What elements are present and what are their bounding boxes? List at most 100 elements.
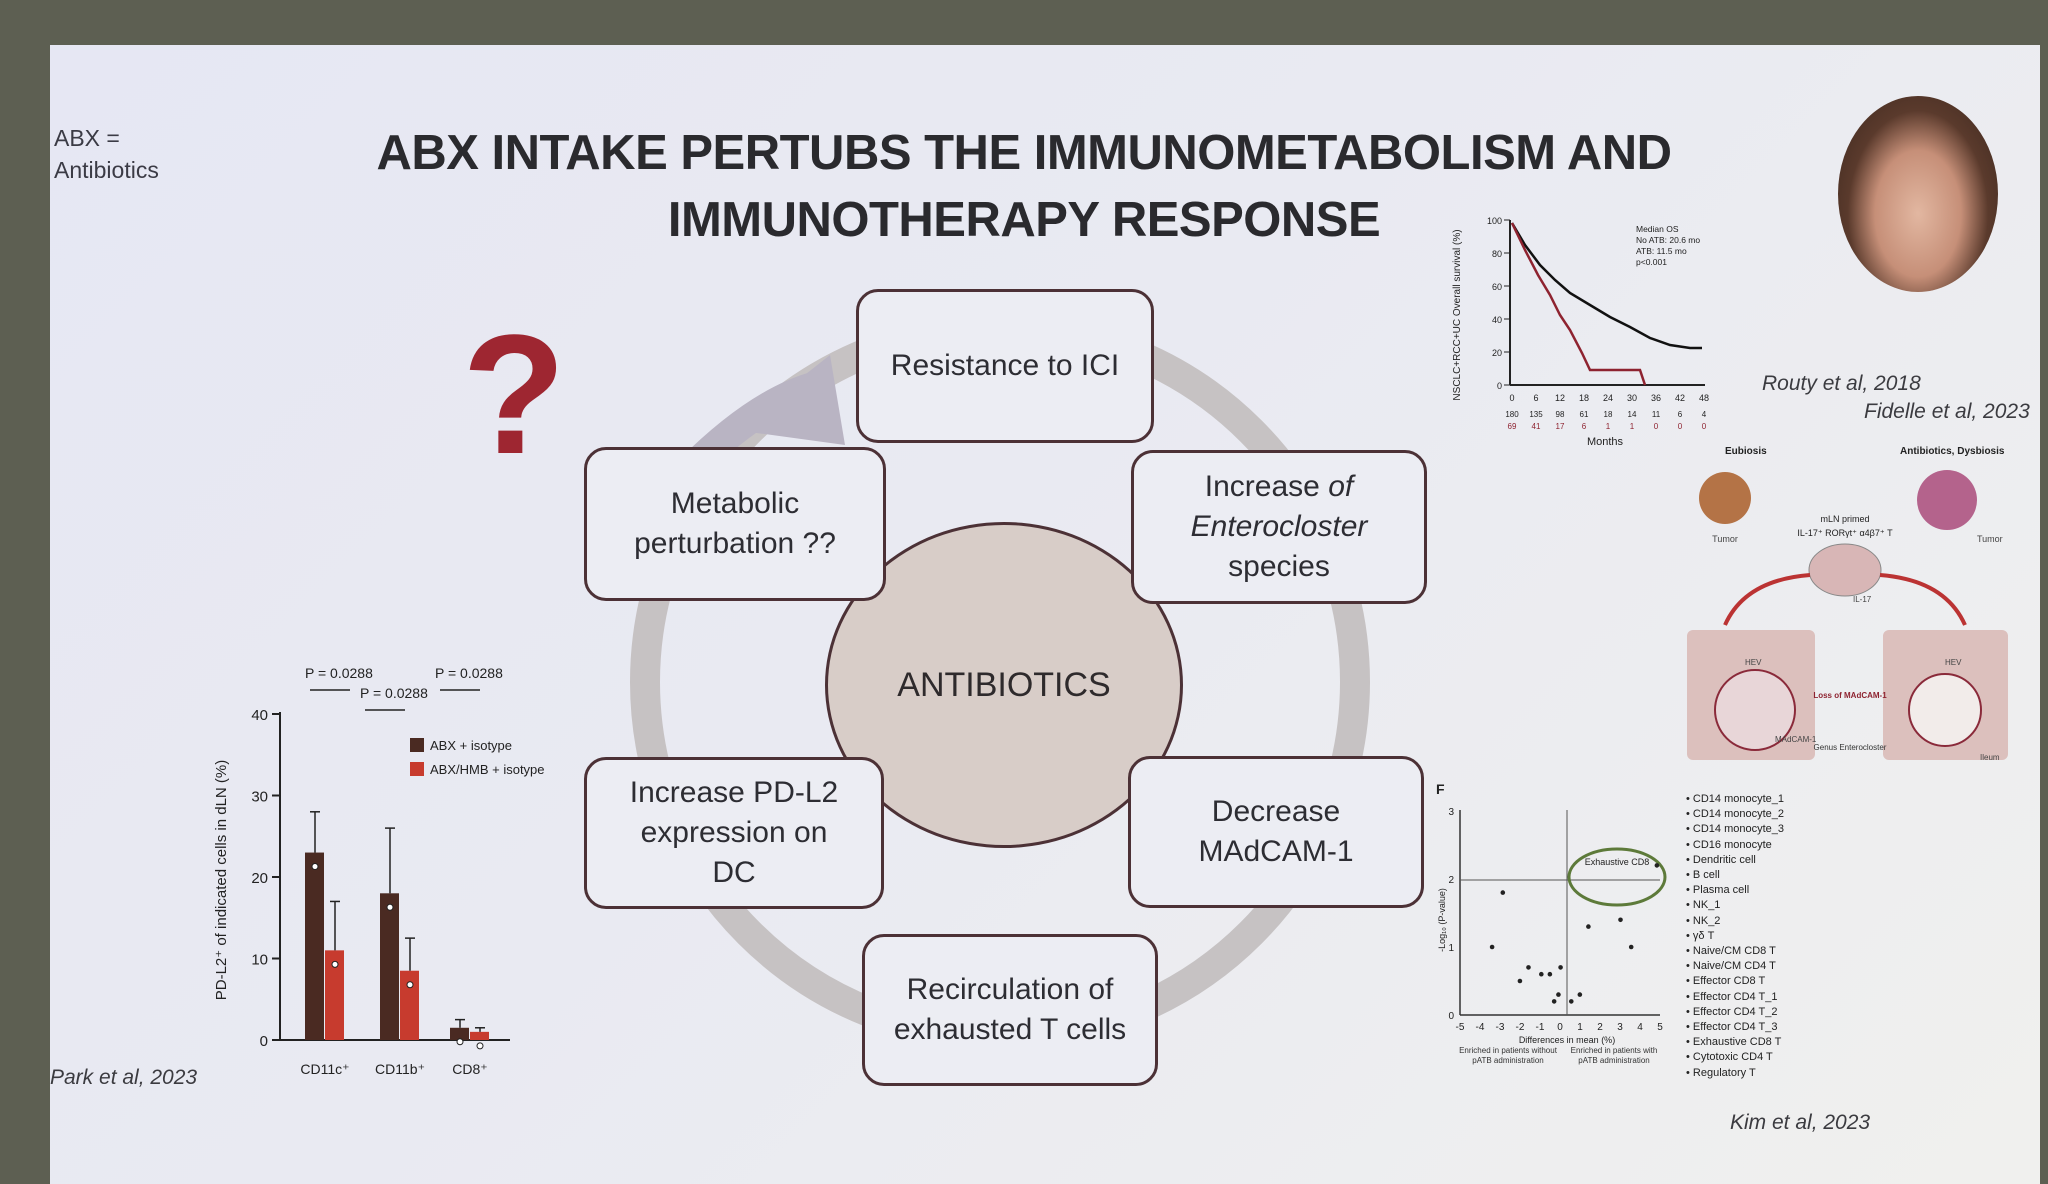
- fidelle-hev-left: HEV: [1745, 658, 1762, 667]
- bar-y-tick-label: 30: [251, 789, 268, 806]
- cell-type-item: • Naive/CM CD8 T: [1686, 945, 1776, 958]
- volcano-point: [1556, 992, 1561, 997]
- cell-type-item: • Dendritic cell: [1686, 853, 1756, 866]
- bar-2-1: [470, 1031, 489, 1040]
- volcano-point: [1568, 999, 1574, 1004]
- box-pd-l2-expression: Increase PD-L2 expression on DC: [584, 757, 884, 909]
- box-madcam-line1: Decrease: [1211, 795, 1341, 828]
- box-enterocloster: Increase of Enterocloster species: [1131, 450, 1427, 604]
- km-risk-row2: 0: [1678, 422, 1683, 431]
- cell-type-item: • γδ T: [1686, 929, 1715, 942]
- bar-pvalue-1: P = 0.0288: [360, 685, 428, 701]
- highlight-ellipse: [1567, 847, 1667, 907]
- box-resistance-label: Resistance to ICI: [890, 349, 1120, 382]
- cell-type-item: • NK_1: [1686, 899, 1721, 912]
- km-risk-row2: 6: [1582, 422, 1587, 431]
- fidelle-treg: IL-17⁺ RORγt⁺ α4β7⁺ T: [1797, 528, 1893, 538]
- volcano-point: [1628, 944, 1634, 950]
- tumor-dysbiosis-icon: [1917, 470, 1977, 530]
- volcano-point: [1539, 971, 1544, 977]
- fidelle-mln: mLN primed: [1820, 514, 1869, 524]
- volcano-y-tick: 2: [1448, 875, 1454, 886]
- volcano-y-tick: 1: [1448, 943, 1454, 954]
- volcano-point: [1517, 978, 1523, 984]
- cell-type-item: • B cell: [1686, 869, 1720, 882]
- km-x-tick: 24: [1603, 393, 1613, 403]
- bar-pvalue-0: P = 0.0288: [305, 665, 373, 681]
- cell-type-item: • CD14 monocyte_1: [1686, 793, 1785, 805]
- citation-kim: Kim et al, 2023: [1730, 1111, 1871, 1134]
- box-pdl2-line3: DC: [712, 856, 756, 889]
- volcano-x-tick: -1: [1536, 1022, 1545, 1033]
- slide-title-line2: IMMUNOTHERAPY RESPONSE: [667, 193, 1381, 247]
- volcano-point: [1489, 944, 1495, 950]
- km-risk-row1: 98: [1556, 410, 1565, 419]
- box-metabolic-perturbation: Metabolic perturbation ??: [584, 447, 886, 601]
- km-legend-line-1: No ATB: 20.6 mo: [1636, 235, 1700, 245]
- volcano-x-tick: 1: [1577, 1022, 1583, 1033]
- km-risk-row1: 6: [1678, 410, 1683, 419]
- km-x-tick: 6: [1533, 393, 1538, 403]
- km-risk-row2: 69: [1508, 422, 1517, 431]
- km-x-tick: 30: [1627, 393, 1637, 403]
- bar-1-0: [380, 893, 399, 1040]
- bar-ylabel: PD-L2⁺ of indicated cells in dLN (%): [213, 760, 230, 1001]
- bar-x-label-1: CD11b⁺: [375, 1061, 425, 1077]
- cell-type-item: • Naive/CM CD4 T: [1686, 960, 1776, 973]
- volcano-point: [1526, 965, 1531, 970]
- cell-type-item: • NK_2: [1686, 914, 1721, 927]
- volcano-x-tick: 3: [1617, 1022, 1623, 1033]
- cell-type-item: • Effector CD4 T_2: [1686, 1005, 1778, 1018]
- bar-legend-swatch-0: [410, 738, 424, 752]
- fidelle-ileum: Ileum: [1980, 753, 2000, 762]
- km-legend-line-0: Median OS: [1636, 224, 1679, 234]
- volcano-point: [1577, 992, 1583, 997]
- km-x-tick: 48: [1699, 393, 1709, 403]
- fidelle-dysbiosis-label: Antibiotics, Dysbiosis: [1900, 446, 2005, 457]
- volcano-x-tick: -3: [1496, 1022, 1505, 1033]
- fidelle-loss: Loss of MAdCAM-1: [1813, 691, 1887, 700]
- cell-type-item: • Effector CD8 T: [1686, 975, 1766, 988]
- km-curve-no-atb: [1510, 222, 1702, 350]
- cell-type-item: • Effector CD4 T_3: [1686, 1021, 1778, 1034]
- bar-1-1: [400, 970, 419, 1040]
- slide-title-line1: ABX INTAKE PERTUBS THE IMMUNOMETABOLISM …: [376, 126, 1672, 180]
- km-risk-row2: 0: [1654, 422, 1659, 431]
- volcano-x-tick: -2: [1516, 1022, 1525, 1033]
- box-pdl2-line2: expression on: [640, 816, 828, 849]
- box-recirculation-line2: exhausted T cells: [893, 1013, 1127, 1046]
- km-y-tick: 40: [1492, 315, 1502, 325]
- abbreviation-line1: ABX =: [54, 125, 120, 151]
- abbreviation-line2: Antibiotics: [54, 157, 159, 183]
- volcano-point: [1551, 999, 1557, 1004]
- km-curve-atb: [1510, 222, 1647, 386]
- bar-dot: [311, 863, 319, 871]
- presenter-photo: [1838, 96, 1998, 292]
- box-enterocloster-genus: Enterocloster: [1190, 510, 1368, 543]
- cell-type-item: • Cytotoxic CD4 T: [1686, 1051, 1773, 1064]
- volcano-y-tick: 0: [1448, 1011, 1454, 1022]
- km-risk-row1: 61: [1580, 410, 1589, 419]
- volcano-x-tick: -5: [1456, 1022, 1465, 1033]
- fidelle-genus: Genus Enterocloster: [1814, 743, 1887, 752]
- km-risk-row2: 1: [1606, 422, 1611, 431]
- box-recirculation: Recirculation of exhausted T cells: [862, 934, 1158, 1086]
- cell-type-item: • Effector CD4 T_1: [1686, 990, 1778, 1003]
- km-risk-row1: 11: [1652, 410, 1661, 419]
- bar-2-0: [450, 1027, 469, 1040]
- km-legend-line-2: ATB: 11.5 mo: [1636, 246, 1687, 256]
- volcano-point: [1558, 965, 1563, 970]
- tumor-eubiosis-icon: [1699, 472, 1751, 524]
- volcano-left-group: Enriched in patients without pATB admini…: [1459, 1046, 1557, 1065]
- bar-y-tick-label: 10: [251, 952, 268, 969]
- volcano-x-tick: 0: [1557, 1022, 1563, 1033]
- box-decrease-madcam: Decrease MAdCAM-1: [1128, 756, 1424, 908]
- km-risk-row2: 17: [1556, 422, 1565, 431]
- volcano-point: [1654, 863, 1660, 868]
- bar-legend-swatch-1: [410, 762, 424, 776]
- fidelle-madcam: MAdCAM-1: [1775, 735, 1817, 744]
- volcano-highlight-label: Exhaustive CD8: [1585, 857, 1650, 867]
- fidelle-il17: IL-17: [1853, 595, 1872, 604]
